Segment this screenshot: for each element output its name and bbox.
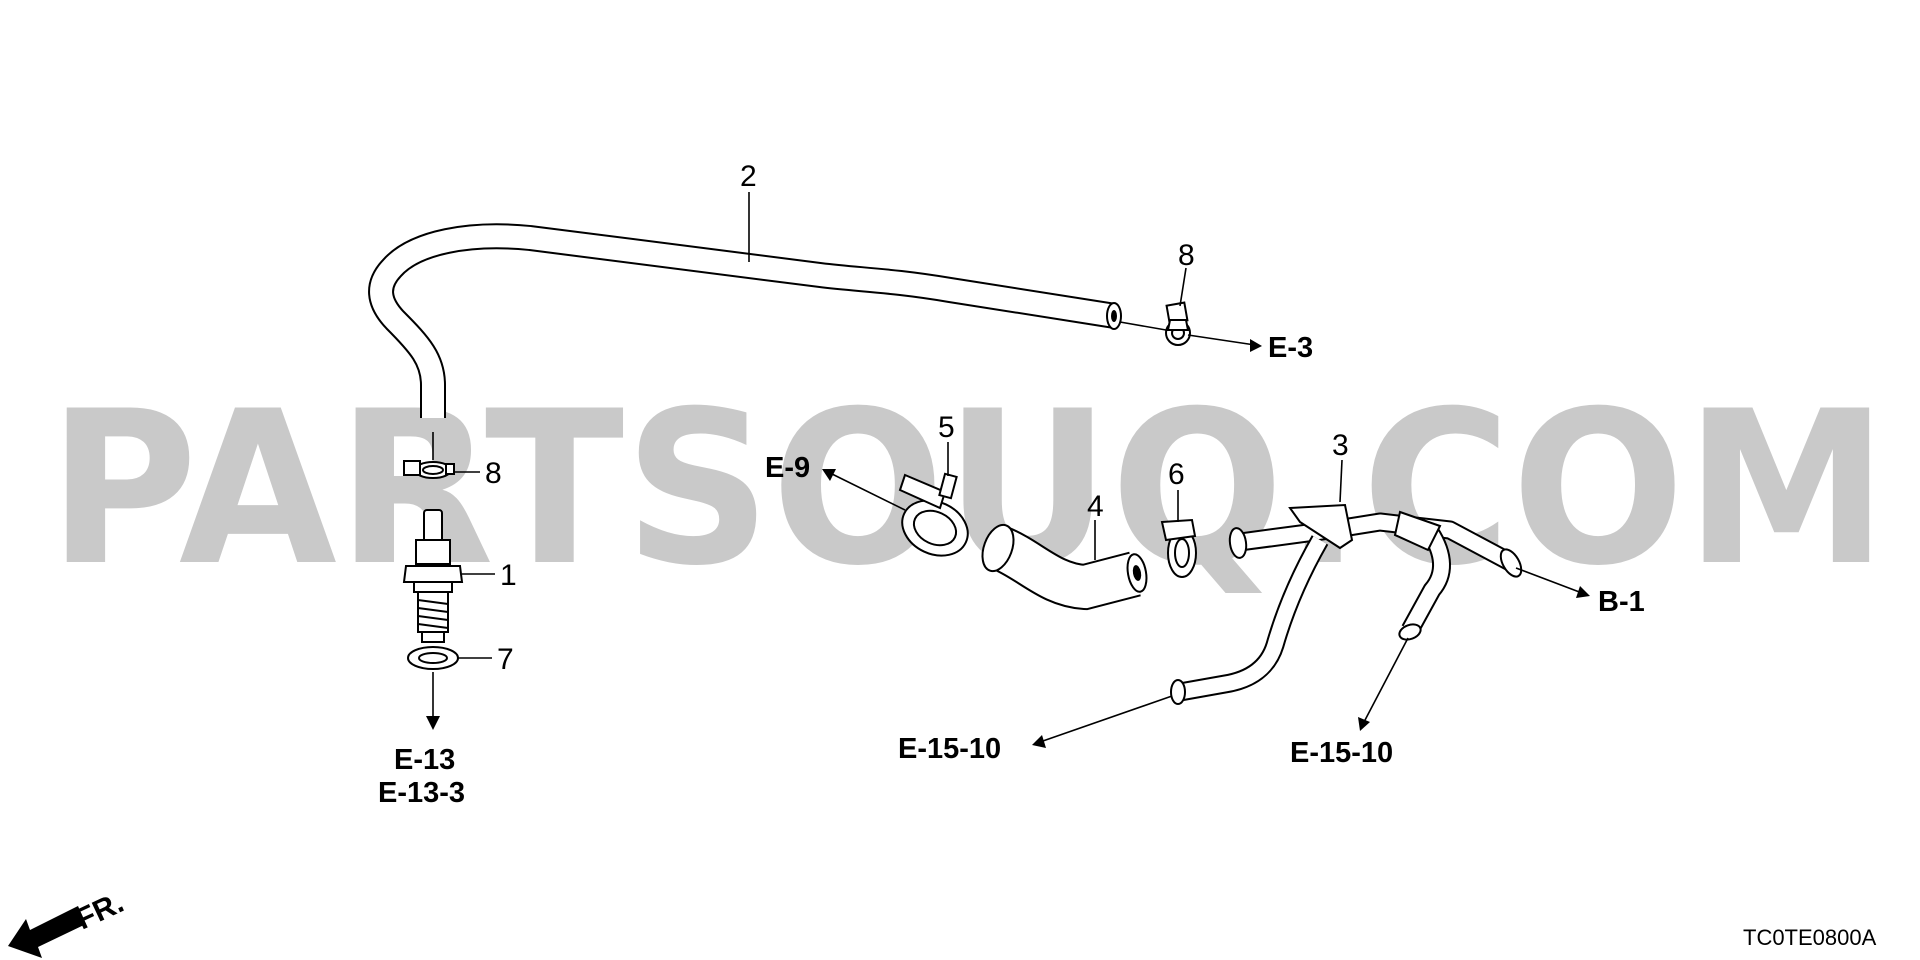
front-arrow-icon bbox=[8, 906, 86, 958]
callout-5: 5 bbox=[938, 411, 955, 444]
part-8-clamp-left[interactable] bbox=[403, 460, 455, 479]
part-7-washer[interactable] bbox=[407, 646, 459, 670]
callout-2: 2 bbox=[740, 160, 757, 193]
ref-e9-link[interactable]: E-9 bbox=[765, 452, 810, 484]
callout-8-top: 8 bbox=[1178, 239, 1195, 272]
part-3-pipe-assembly[interactable] bbox=[1170, 503, 1525, 705]
part-1-pcv-valve[interactable] bbox=[402, 509, 464, 643]
part-5-clamp[interactable] bbox=[893, 472, 977, 566]
callout-1: 1 bbox=[500, 559, 517, 592]
ref-e13-link[interactable]: E-13 bbox=[394, 744, 455, 776]
part-8-clamp-top[interactable] bbox=[1165, 301, 1191, 346]
ref-e15-10-left-link[interactable]: E-15-10 bbox=[898, 733, 1001, 765]
front-indicator-label: FR. bbox=[71, 886, 129, 936]
part-6-clamp[interactable] bbox=[1160, 518, 1197, 578]
ref-e15-10-right-link[interactable]: E-15-10 bbox=[1290, 737, 1393, 769]
ref-e3-link[interactable]: E-3 bbox=[1268, 332, 1313, 364]
callout-7: 7 bbox=[497, 643, 514, 676]
callout-4: 4 bbox=[1087, 490, 1104, 523]
callout-6: 6 bbox=[1168, 458, 1185, 491]
watermark-text: PARTSOUQ.COM bbox=[48, 365, 1888, 612]
ref-e13-3-link[interactable]: E-13-3 bbox=[378, 777, 465, 809]
leader-lines bbox=[426, 192, 1590, 748]
diagram-code: TC0TE0800A bbox=[1743, 925, 1877, 950]
ref-b1-link[interactable]: B-1 bbox=[1598, 586, 1645, 618]
callout-8-left: 8 bbox=[485, 457, 502, 490]
callout-3: 3 bbox=[1332, 429, 1349, 462]
part-2-hose[interactable] bbox=[368, 223, 1122, 418]
part-4-hose[interactable] bbox=[977, 521, 1150, 611]
